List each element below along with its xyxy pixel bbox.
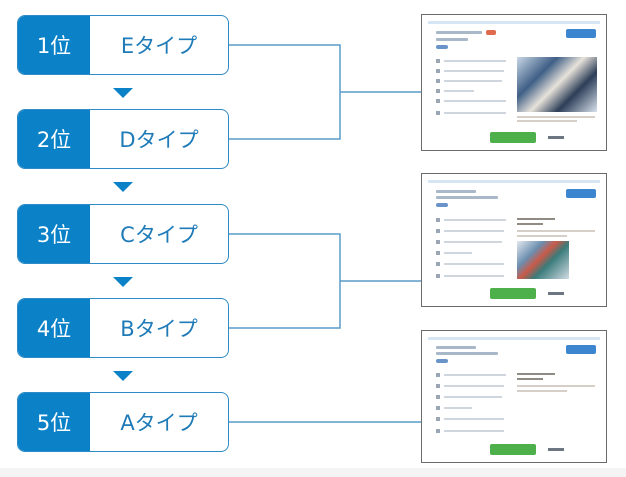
down-arrow-icon <box>113 277 133 287</box>
bracket-connector-3-4 <box>229 233 341 329</box>
photo-image <box>517 241 569 279</box>
cta-button <box>490 132 536 143</box>
down-arrow-icon <box>113 88 133 98</box>
rank-label: 1位 <box>18 16 90 74</box>
type-label: Eタイプ <box>120 34 198 58</box>
cta-button <box>490 288 536 299</box>
rank-label: 2位 <box>18 110 90 168</box>
cta-button <box>490 444 536 455</box>
photo-image <box>517 57 597 112</box>
type-label: Dタイプ <box>119 128 199 152</box>
bottom-band <box>0 468 626 477</box>
thumbnail-2 <box>421 173 607 307</box>
down-arrow-icon <box>113 371 133 381</box>
thumbnail-1 <box>421 14 607 151</box>
type-label: Cタイプ <box>120 223 198 247</box>
type-label: Aタイプ <box>120 411 198 435</box>
rank-label: 3位 <box>18 205 90 263</box>
rank-label: 4位 <box>18 299 90 357</box>
thumbnail-3 <box>421 330 607 463</box>
rank-item-4: 4位 Bタイプ <box>17 298 229 358</box>
rank-label: 5位 <box>18 393 90 451</box>
down-arrow-icon <box>113 182 133 192</box>
type-label: Bタイプ <box>120 317 198 341</box>
rank-item-1: 1位 Eタイプ <box>17 15 229 75</box>
rank-item-3: 3位 Cタイプ <box>17 204 229 264</box>
bracket-connector-1-2 <box>229 44 341 140</box>
rank-item-2: 2位 Dタイプ <box>17 109 229 169</box>
rank-item-5: 5位 Aタイプ <box>17 392 229 452</box>
